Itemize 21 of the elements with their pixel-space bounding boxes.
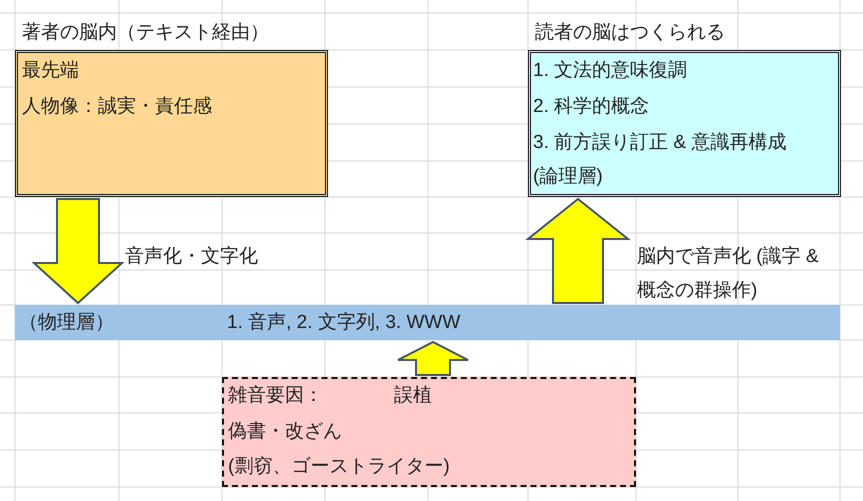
box-text: (論理層) xyxy=(533,165,603,189)
noise-box xyxy=(222,377,636,487)
box-text: (剽窃、ゴーストライター) xyxy=(228,455,450,479)
box-text: 誤植 xyxy=(394,384,432,408)
box-text: 2. 科学的概念 xyxy=(533,95,650,119)
box-heading: 著者の脳内（テキスト経由） xyxy=(22,21,269,45)
box-text: 最先端 xyxy=(22,59,79,83)
edge-label: 脳内で音声化 (識字 & 概念の群操作) xyxy=(637,245,820,303)
box-text: 1. 文法的意味復調 xyxy=(533,59,688,83)
box-text: 人物像：誠実・責任感 xyxy=(22,95,212,119)
block-arrow xyxy=(31,198,125,304)
box-text: 3. 前方誤り訂正 & 意識再構成 xyxy=(533,131,786,155)
block-arrow xyxy=(397,340,469,376)
box-text: （物理層） xyxy=(19,311,114,335)
box-heading: 読者の脳はつくられる xyxy=(535,21,725,45)
layer-band xyxy=(15,305,840,340)
box-text: 雑音要因： xyxy=(228,384,323,408)
edge-label: 音声化・文字化 xyxy=(125,245,259,269)
box-text: 偽書・改ざん xyxy=(228,420,342,444)
block-arrow xyxy=(525,198,631,304)
box-text: 1. 音声, 2. 文字列, 3. WWW xyxy=(227,311,460,335)
